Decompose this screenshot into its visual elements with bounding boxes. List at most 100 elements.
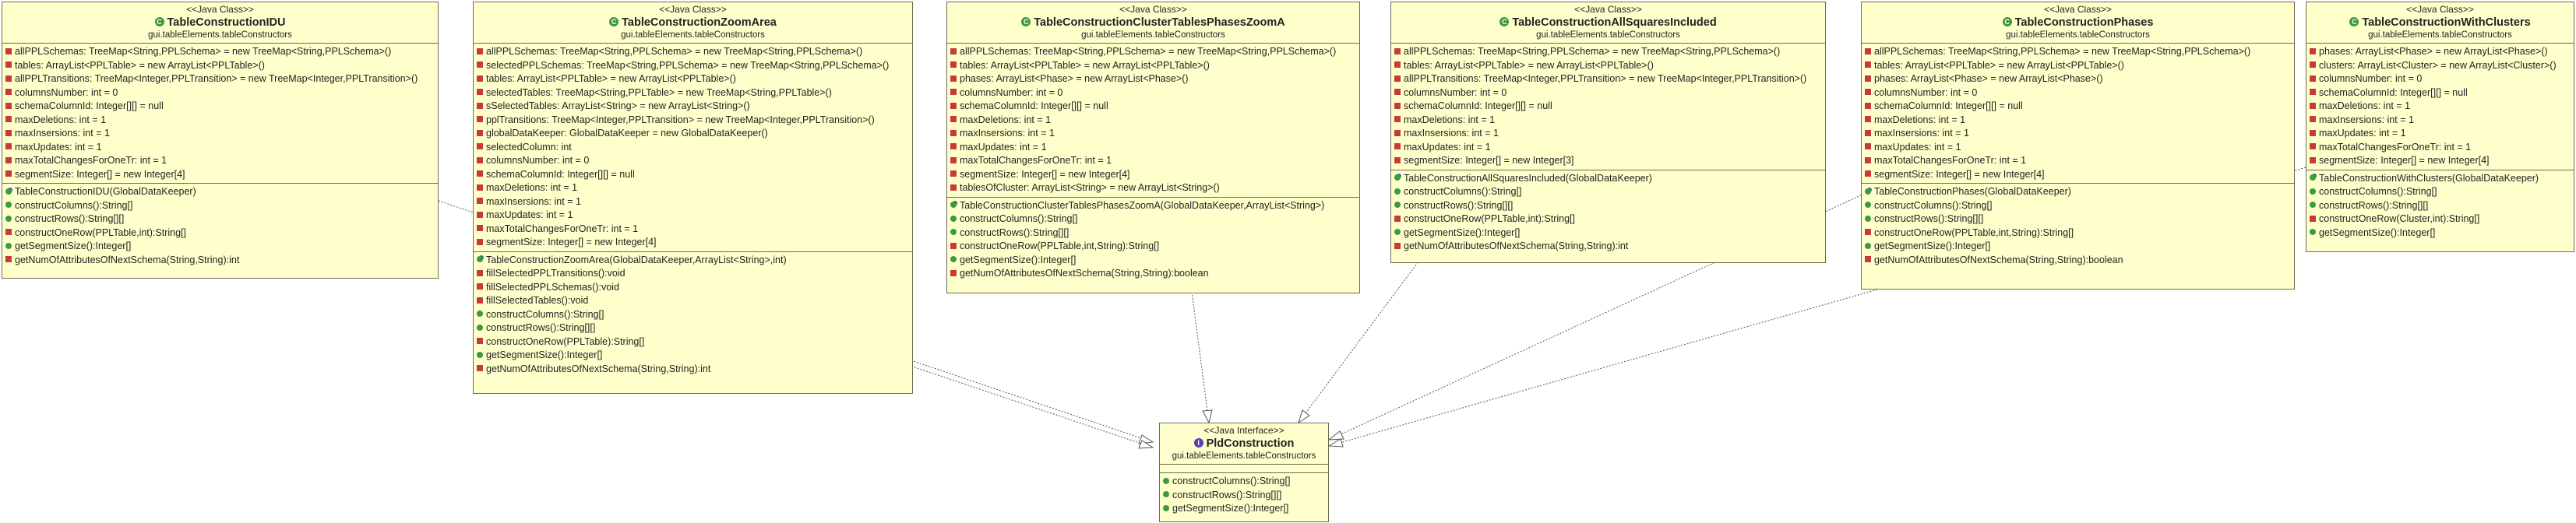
attribute-row[interactable]: maxInsersions: int = 1 bbox=[1394, 127, 1822, 141]
attribute-row[interactable]: maxUpdates: int = 1 bbox=[1865, 141, 2291, 155]
attribute-row[interactable]: schemaColumnId: Integer[][] = null bbox=[2310, 86, 2571, 100]
method-row[interactable]: constructOneRow(Cluster,int):String[] bbox=[2310, 212, 2571, 226]
attribute-row[interactable]: segmentSize: Integer[] = new Integer[4] bbox=[5, 168, 435, 182]
attribute-row[interactable]: schemaColumnId: Integer[][] = null bbox=[1394, 100, 1822, 114]
attribute-row[interactable]: segmentSize: Integer[] = new Integer[4] bbox=[477, 236, 909, 250]
attribute-row[interactable]: phases: ArrayList<Phase> = new ArrayList… bbox=[950, 72, 1356, 86]
method-row[interactable]: TableConstructionZoomArea(GlobalDataKeep… bbox=[477, 254, 909, 268]
method-row[interactable]: constructColumns():String[] bbox=[1865, 199, 2291, 213]
attribute-row[interactable]: maxUpdates: int = 1 bbox=[1394, 141, 1822, 155]
attribute-row[interactable]: maxInsersions: int = 1 bbox=[5, 127, 435, 141]
method-row[interactable]: constructRows():String[][] bbox=[950, 226, 1356, 240]
method-row[interactable]: getNumOfAttributesOfNextSchema(String,St… bbox=[477, 363, 909, 377]
method-row[interactable]: constructRows():String[][] bbox=[477, 321, 909, 335]
method-row[interactable]: getSegmentSize():Integer[] bbox=[950, 254, 1356, 268]
method-row[interactable]: constructRows():String[][] bbox=[1865, 212, 2291, 226]
attribute-row[interactable]: maxDeletions: int = 1 bbox=[950, 114, 1356, 128]
method-row[interactable]: constructColumns():String[] bbox=[5, 199, 435, 213]
attribute-row[interactable]: segmentSize: Integer[] = new Integer[4] bbox=[2310, 154, 2571, 168]
method-row[interactable]: constructColumns():String[] bbox=[950, 212, 1356, 226]
attribute-row[interactable]: schemaColumnId: Integer[][] = null bbox=[5, 100, 435, 114]
attribute-row[interactable]: segmentSize: Integer[] = new Integer[4] bbox=[950, 168, 1356, 182]
attribute-row[interactable]: tables: ArrayList<PPLTable> = new ArrayL… bbox=[1394, 59, 1822, 73]
attribute-row[interactable]: schemaColumnId: Integer[][] = null bbox=[477, 168, 909, 182]
method-row[interactable]: getSegmentSize():Integer[] bbox=[1163, 502, 1325, 516]
method-row[interactable]: constructOneRow(PPLTable,int,String):Str… bbox=[950, 240, 1356, 254]
method-row[interactable]: TableConstructionPhases(GlobalDataKeeper… bbox=[1865, 185, 2291, 199]
attribute-row[interactable]: maxUpdates: int = 1 bbox=[5, 141, 435, 155]
method-row[interactable]: constructColumns():String[] bbox=[477, 308, 909, 322]
method-row[interactable]: fillSelectedPPLSchemas():void bbox=[477, 281, 909, 295]
method-row[interactable]: constructRows():String[][] bbox=[1394, 199, 1822, 213]
attribute-row[interactable]: tables: ArrayList<PPLTable> = new ArrayL… bbox=[1865, 59, 2291, 73]
method-row[interactable]: TableConstructionIDU(GlobalDataKeeper) bbox=[5, 185, 435, 199]
method-row[interactable]: TableConstructionWithClusters(GlobalData… bbox=[2310, 172, 2571, 186]
attribute-row[interactable]: allPPLSchemas: TreeMap<String,PPLSchema>… bbox=[5, 45, 435, 59]
attribute-row[interactable]: segmentSize: Integer[] = new Integer[3] bbox=[1394, 154, 1822, 168]
attribute-row[interactable]: allPPLSchemas: TreeMap<String,PPLSchema>… bbox=[950, 45, 1356, 59]
method-row[interactable]: constructColumns():String[] bbox=[2310, 185, 2571, 199]
attribute-row[interactable]: allPPLSchemas: TreeMap<String,PPLSchema>… bbox=[477, 45, 909, 59]
method-row[interactable]: constructColumns():String[] bbox=[1163, 475, 1325, 489]
attribute-row[interactable]: globalDataKeeper: GlobalDataKeeper = new… bbox=[477, 127, 909, 141]
attribute-row[interactable]: selectedColumn: int bbox=[477, 141, 909, 155]
attribute-row[interactable]: maxTotalChangesForOneTr: int = 1 bbox=[5, 154, 435, 168]
attribute-row[interactable]: maxUpdates: int = 1 bbox=[2310, 127, 2571, 141]
attribute-row[interactable]: columnsNumber: int = 0 bbox=[5, 86, 435, 100]
attribute-row[interactable]: tables: ArrayList<PPLTable> = new ArrayL… bbox=[950, 59, 1356, 73]
attribute-row[interactable]: phases: ArrayList<Phase> = new ArrayList… bbox=[2310, 45, 2571, 59]
method-row[interactable]: getSegmentSize():Integer[] bbox=[5, 240, 435, 254]
attribute-row[interactable]: columnsNumber: int = 0 bbox=[950, 86, 1356, 100]
method-row[interactable]: TableConstructionAllSquaresIncluded(Glob… bbox=[1394, 172, 1822, 186]
attribute-row[interactable]: phases: ArrayList<Phase> = new ArrayList… bbox=[1865, 72, 2291, 86]
attribute-row[interactable]: allPPLTransitions: TreeMap<Integer,PPLTr… bbox=[1394, 72, 1822, 86]
attribute-row[interactable]: columnsNumber: int = 0 bbox=[1394, 86, 1822, 100]
attribute-row[interactable]: columnsNumber: int = 0 bbox=[1865, 86, 2291, 100]
method-row[interactable]: fillSelectedPPLTransitions():void bbox=[477, 267, 909, 281]
attribute-row[interactable]: schemaColumnId: Integer[][] = null bbox=[1865, 100, 2291, 114]
attribute-row[interactable]: columnsNumber: int = 0 bbox=[2310, 72, 2571, 86]
attribute-row[interactable]: pplTransitions: TreeMap<Integer,PPLTrans… bbox=[477, 114, 909, 128]
attribute-row[interactable]: maxUpdates: int = 1 bbox=[950, 141, 1356, 155]
method-row[interactable]: getNumOfAttributesOfNextSchema(String,St… bbox=[5, 254, 435, 268]
method-row[interactable]: getNumOfAttributesOfNextSchema(String,St… bbox=[950, 267, 1356, 281]
method-row[interactable]: getSegmentSize():Integer[] bbox=[477, 349, 909, 363]
attribute-row[interactable]: allPPLSchemas: TreeMap<String,PPLSchema>… bbox=[1865, 45, 2291, 59]
attribute-row[interactable]: maxTotalChangesForOneTr: int = 1 bbox=[1865, 154, 2291, 168]
attribute-row[interactable]: tablesOfCluster: ArrayList<String> = new… bbox=[950, 181, 1356, 195]
attribute-row[interactable]: maxDeletions: int = 1 bbox=[2310, 100, 2571, 114]
attribute-row[interactable]: allPPLSchemas: TreeMap<String,PPLSchema>… bbox=[1394, 45, 1822, 59]
attribute-row[interactable]: maxDeletions: int = 1 bbox=[1865, 114, 2291, 128]
method-row[interactable]: TableConstructionClusterTablesPhasesZoom… bbox=[950, 199, 1356, 213]
method-row[interactable]: fillSelectedTables():void bbox=[477, 294, 909, 308]
attribute-row[interactable]: selectedPPLSchemas: TreeMap<String,PPLSc… bbox=[477, 59, 909, 73]
attribute-row[interactable]: maxInsersions: int = 1 bbox=[950, 127, 1356, 141]
attribute-row[interactable]: maxDeletions: int = 1 bbox=[5, 114, 435, 128]
attribute-row[interactable]: tables: ArrayList<PPLTable> = new ArrayL… bbox=[5, 59, 435, 73]
attribute-row[interactable]: maxTotalChangesForOneTr: int = 1 bbox=[477, 223, 909, 237]
method-row[interactable]: getSegmentSize():Integer[] bbox=[1394, 226, 1822, 240]
attribute-row[interactable]: maxInsersions: int = 1 bbox=[477, 195, 909, 209]
method-row[interactable]: constructOneRow(PPLTable,int):String[] bbox=[5, 226, 435, 240]
attribute-row[interactable]: allPPLTransitions: TreeMap<Integer,PPLTr… bbox=[5, 72, 435, 86]
method-row[interactable]: getSegmentSize():Integer[] bbox=[1865, 240, 2291, 254]
attribute-row[interactable]: sSelectedTables: ArrayList<String> = new… bbox=[477, 100, 909, 114]
attribute-row[interactable]: tables: ArrayList<PPLTable> = new ArrayL… bbox=[477, 72, 909, 86]
attribute-row[interactable]: maxTotalChangesForOneTr: int = 1 bbox=[2310, 141, 2571, 155]
method-row[interactable]: constructRows():String[][] bbox=[2310, 199, 2571, 213]
attribute-row[interactable]: schemaColumnId: Integer[][] = null bbox=[950, 100, 1356, 114]
method-row[interactable]: getSegmentSize():Integer[] bbox=[2310, 226, 2571, 240]
attribute-row[interactable]: columnsNumber: int = 0 bbox=[477, 154, 909, 168]
method-row[interactable]: constructRows():String[][] bbox=[1163, 489, 1325, 503]
method-row[interactable]: constructOneRow(PPLTable,int,String):Str… bbox=[1865, 226, 2291, 240]
method-row[interactable]: getNumOfAttributesOfNextSchema(String,St… bbox=[1865, 254, 2291, 268]
attribute-row[interactable]: selectedTables: TreeMap<String,PPLTable>… bbox=[477, 86, 909, 100]
method-row[interactable]: constructOneRow(PPLTable):String[] bbox=[477, 335, 909, 349]
